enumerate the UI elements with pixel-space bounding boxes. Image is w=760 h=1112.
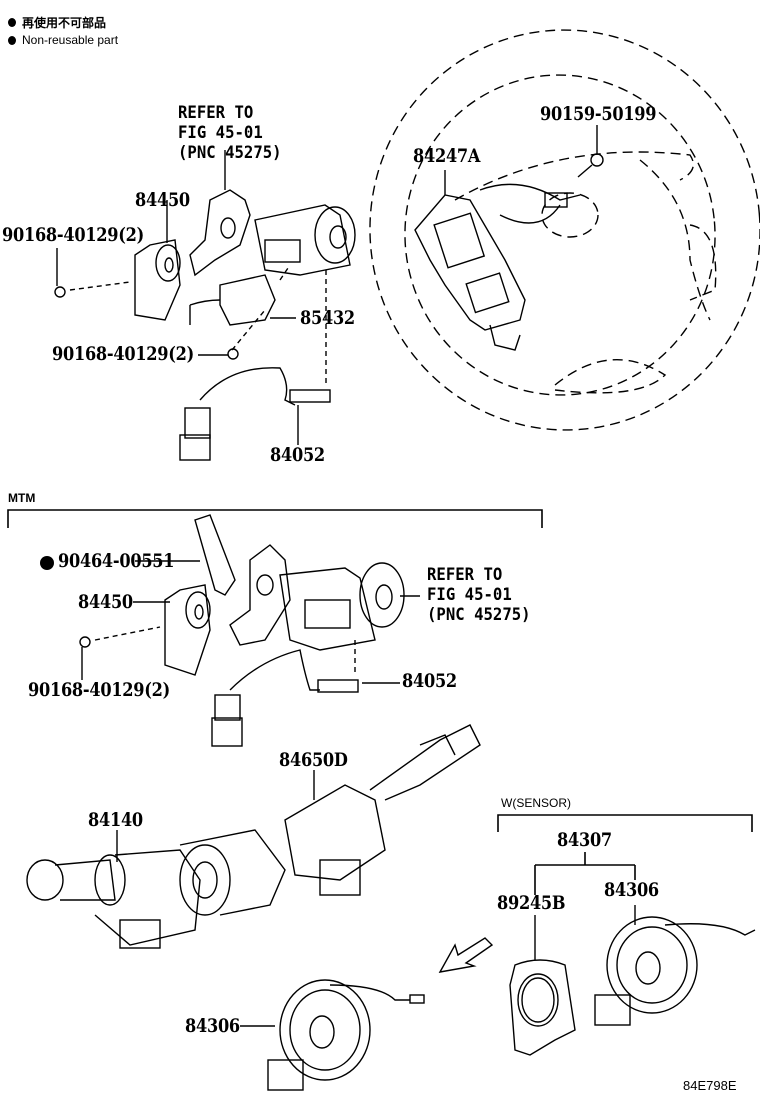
dashed-leaders-top <box>69 264 327 385</box>
legend-item-jp: 再使用不可部品 <box>8 14 106 31</box>
wire-84052-top-drawing <box>179 367 331 461</box>
steering-sensor-89245B-drawing <box>509 959 576 1056</box>
sensor-bracket <box>497 814 753 832</box>
direction-arrow-icon <box>438 937 494 973</box>
mtm-bracket <box>7 509 543 528</box>
part-label-84140[interactable]: 84140 <box>88 809 143 831</box>
part-label-85432[interactable]: 85432 <box>300 307 355 329</box>
ignition-assembly-top-drawing <box>134 150 356 326</box>
part-label-84052-top[interactable]: 84052 <box>270 444 325 466</box>
ignition-assembly-mtm-drawing <box>133 514 420 676</box>
non-reusable-dot-icon <box>8 18 16 27</box>
spiral-cable-84306-lower-drawing <box>240 979 425 1091</box>
legend-text-jp: 再使用不可部品 <box>22 16 107 30</box>
part-label-90159-50199[interactable]: 90159-50199 <box>540 103 657 125</box>
screw-top-a-drawing <box>54 286 66 298</box>
non-reusable-dot-icon <box>40 556 54 570</box>
section-title-w-sensor: W(SENSOR) <box>501 796 571 810</box>
part-label-84306-lower[interactable]: 84306 <box>185 1015 240 1037</box>
refer-top-line1[interactable]: REFER TO <box>178 103 254 123</box>
part-label-84650D[interactable]: 84650D <box>279 749 348 771</box>
steering-pad-switch-drawing <box>414 183 581 351</box>
figure-code: 84E798E <box>683 1078 737 1093</box>
non-reusable-dot-icon <box>8 35 16 45</box>
dashed-leaders-mtm <box>94 626 356 675</box>
combination-switch-84140-drawing <box>26 829 286 949</box>
screw-90159-drawing <box>577 125 604 178</box>
refer-top-line2[interactable]: FIG 45-01 <box>178 123 263 143</box>
part-label-84450-top[interactable]: 84450 <box>135 189 190 211</box>
legend-item-en: Non-reusable part <box>8 33 118 47</box>
wire-84052-mtm-drawing <box>211 649 400 747</box>
sensor-tree-lines <box>534 852 636 895</box>
screw-top-b-drawing <box>227 348 239 360</box>
part-label-84450-mtm[interactable]: 84450 <box>78 591 133 613</box>
section-title-mtm: MTM <box>8 491 36 505</box>
part-label-90464-00551[interactable]: 90464-00551 <box>58 550 175 572</box>
refer-mtm-line2[interactable]: FIG 45-01 <box>427 585 512 605</box>
combination-switch-84650D-drawing <box>284 724 481 896</box>
part-label-90168-mtm[interactable]: 90168-40129(2) <box>28 679 171 701</box>
part-label-84247A[interactable]: 84247A <box>413 145 481 167</box>
part-label-84306-upper[interactable]: 84306 <box>604 879 659 901</box>
steering-wheel-drawing <box>369 29 760 431</box>
spiral-cable-84306-upper-drawing <box>594 916 756 1026</box>
part-label-84307[interactable]: 84307 <box>557 829 612 851</box>
part-label-84052-mtm[interactable]: 84052 <box>402 670 457 692</box>
part-label-90168-top-a[interactable]: 90168-40129(2) <box>2 224 145 246</box>
refer-top-line3[interactable]: (PNC 45275) <box>178 143 282 163</box>
part-label-89245B[interactable]: 89245B <box>497 892 566 914</box>
legend-text-en: Non-reusable part <box>22 33 119 47</box>
refer-mtm-line3[interactable]: (PNC 45275) <box>427 605 531 625</box>
part-label-90168-top-b[interactable]: 90168-40129(2) <box>52 343 195 365</box>
refer-mtm-line1[interactable]: REFER TO <box>427 565 503 585</box>
